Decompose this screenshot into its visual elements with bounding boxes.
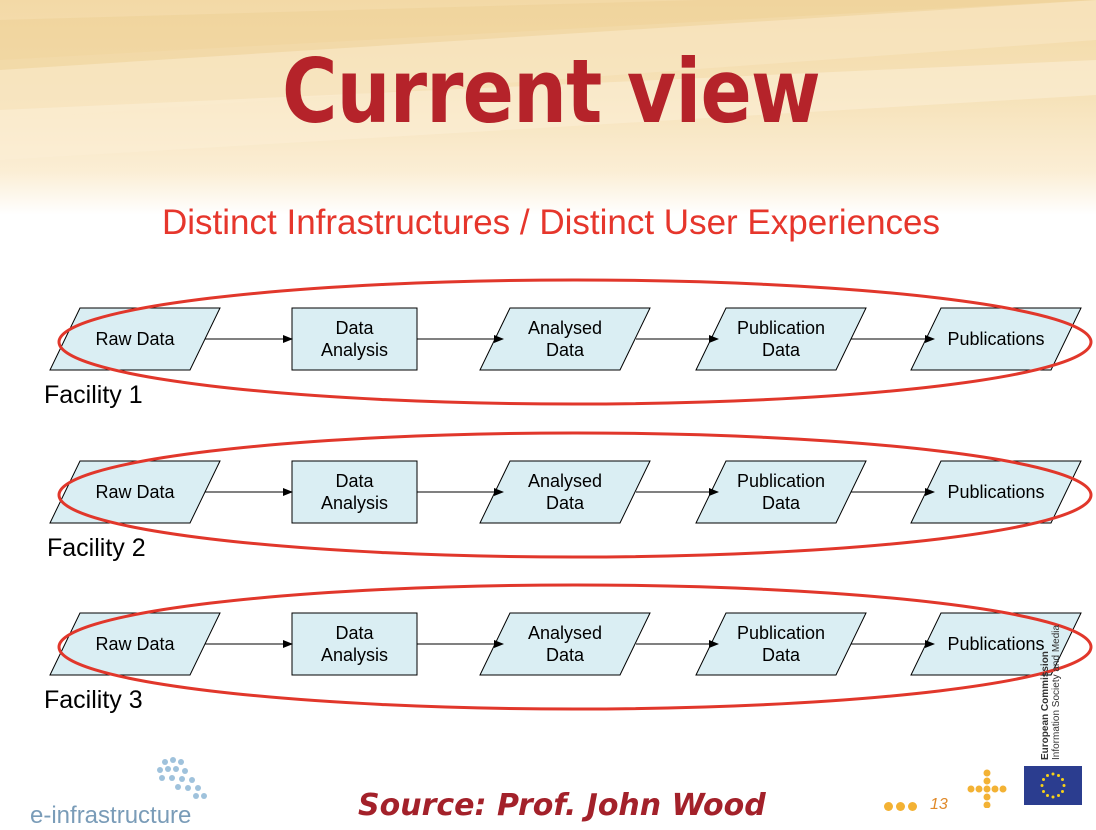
header-band: [0, 0, 1096, 215]
node-shape-4: [695, 460, 867, 524]
facility-label-1: Facility 1: [44, 381, 143, 409]
node-label: Data: [546, 340, 585, 360]
node-shape-5: [910, 612, 1082, 676]
node-label: Publication: [737, 471, 825, 491]
node-label: Data: [762, 340, 801, 360]
node-shape-1: [49, 612, 221, 676]
node-shape-2: [291, 460, 418, 524]
node-label: Analysis: [321, 493, 388, 513]
node-label: Publication: [737, 623, 825, 643]
source-credit: Source: Prof. John Wood: [358, 788, 766, 823]
node-label: Data: [335, 471, 374, 491]
node-label: Raw Data: [95, 634, 175, 654]
page-dots-icon: [884, 798, 920, 816]
node-shape-3: [479, 612, 651, 676]
facility-row-3: Raw DataDataAnalysisAnalysedDataPublicat…: [49, 583, 1093, 711]
ec-line-1: European Commission: [1040, 651, 1051, 760]
node-label: Publications: [947, 482, 1044, 502]
node-label: Data: [335, 318, 374, 338]
node-label: Publications: [947, 329, 1044, 349]
facility-label-2: Facility 2: [47, 534, 146, 562]
node-label: Data: [546, 645, 585, 665]
node-label: Data: [335, 623, 374, 643]
facility-ellipse-2: [57, 431, 1093, 559]
node-shape-2: [291, 612, 418, 676]
node-label: Analysed: [528, 471, 602, 491]
e-infrastructure-logo: [157, 757, 207, 799]
facility-ellipse-3: [57, 583, 1093, 711]
node-label: Analysed: [528, 623, 602, 643]
node-label: Data: [546, 493, 585, 513]
facility-label-3: Facility 3: [44, 686, 143, 714]
node-shape-5: [910, 460, 1082, 524]
node-shape-5: [910, 307, 1082, 371]
facility-workflow-diagram: Raw DataDataAnalysisAnalysedDataPublicat…: [49, 278, 1093, 711]
node-shape-4: [695, 307, 867, 371]
ec-line-2: Information Society and Media: [1051, 624, 1062, 760]
node-shape-1: [49, 307, 221, 371]
node-label: Data: [762, 493, 801, 513]
page-number: 13: [930, 796, 948, 813]
european-commission-text: European Commission Information Society …: [1040, 600, 1062, 760]
node-label: Publications: [947, 634, 1044, 654]
node-shape-3: [479, 460, 651, 524]
node-label: Analysed: [528, 318, 602, 338]
node-label: Raw Data: [95, 482, 175, 502]
cross-dots-logo: [967, 769, 1007, 808]
node-label: Analysis: [321, 340, 388, 360]
slide-title: Current view: [282, 40, 821, 143]
facility-row-1: Raw DataDataAnalysisAnalysedDataPublicat…: [49, 278, 1093, 406]
node-shape-3: [479, 307, 651, 371]
node-shape-1: [49, 460, 221, 524]
facility-ellipse-1: [57, 278, 1093, 406]
node-label: Data: [762, 645, 801, 665]
eu-flag-icon: [1024, 766, 1082, 805]
node-label: Raw Data: [95, 329, 175, 349]
e-infrastructure-logo-text: e-infrastructure: [30, 802, 192, 829]
node-label: Publication: [737, 318, 825, 338]
node-label: Analysis: [321, 645, 388, 665]
header-swoosh: [0, 0, 1096, 160]
slide-subtitle: Distinct Infrastructures / Distinct User…: [162, 203, 941, 242]
node-shape-4: [695, 612, 867, 676]
facility-row-2: Raw DataDataAnalysisAnalysedDataPublicat…: [49, 431, 1093, 559]
